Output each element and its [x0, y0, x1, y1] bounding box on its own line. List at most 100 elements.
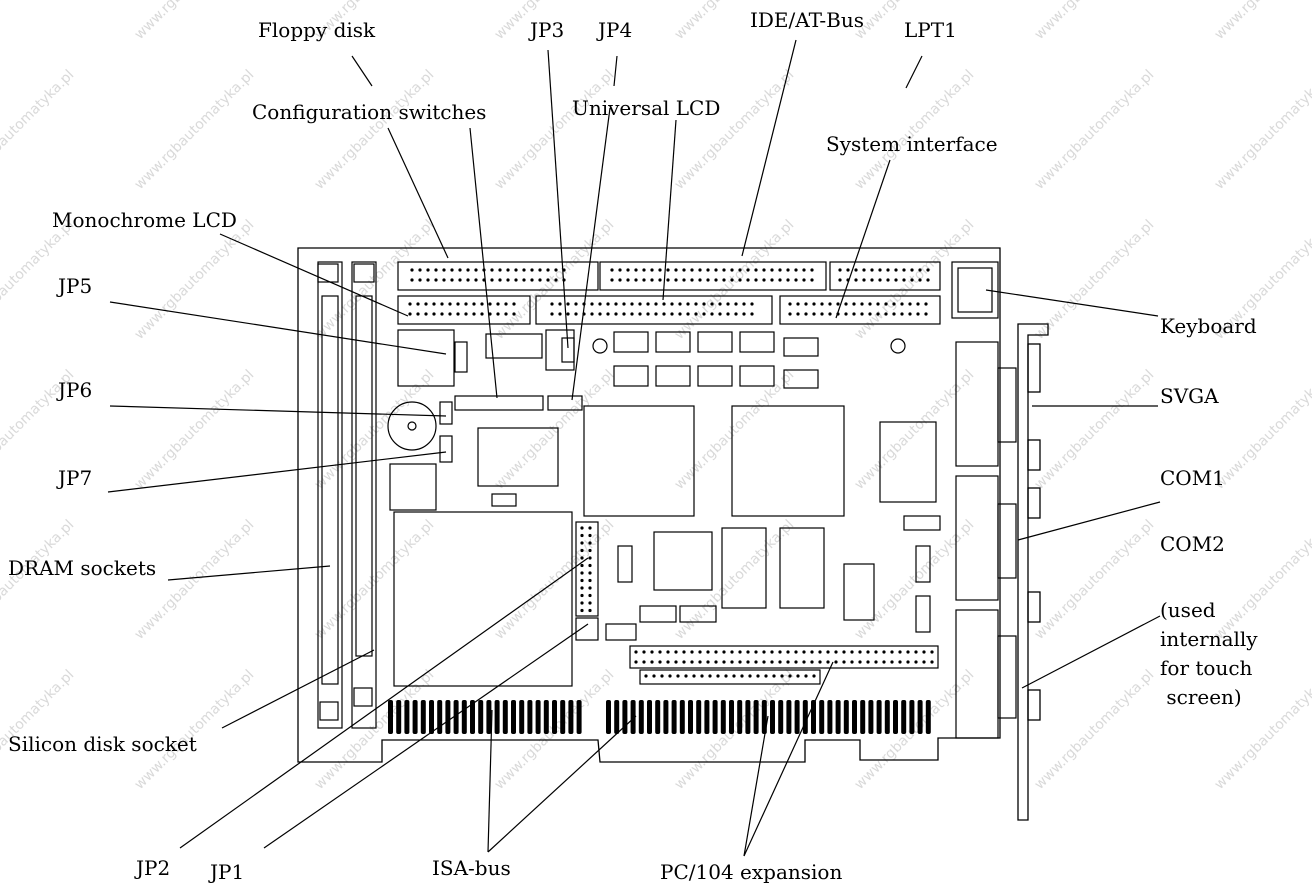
connector-pin	[918, 278, 922, 282]
connector-pin	[638, 312, 642, 316]
connector-pin	[876, 312, 880, 316]
label-keyboard: Keyboard	[1160, 314, 1257, 338]
watermark-text: www.rgbautomatyka.pl	[1032, 367, 1158, 493]
connector-pin	[802, 660, 806, 664]
watermark-text: www.rgbautomatyka.pl	[0, 67, 77, 193]
isa-finger	[786, 700, 792, 734]
label-ide-at-bus: IDE/AT-Bus	[750, 8, 864, 32]
connector-pin	[642, 278, 646, 282]
connector-pin	[646, 302, 650, 306]
connector-pin	[682, 268, 686, 272]
connector-pin	[658, 650, 662, 654]
connector-pin	[408, 302, 412, 306]
connector-pin	[802, 278, 806, 282]
connector-pin	[580, 563, 584, 568]
connector-pin	[710, 302, 714, 306]
connector-pin	[706, 278, 710, 282]
connector-pin	[554, 278, 558, 282]
connector-pin	[762, 278, 766, 282]
connector-pin	[770, 278, 774, 282]
connector-pin	[554, 268, 558, 272]
connector-pin	[866, 660, 870, 664]
connector-pin	[588, 601, 592, 605]
connector-pin	[850, 650, 854, 654]
connector-pin	[652, 674, 656, 678]
connector-pin	[690, 278, 694, 282]
connector-pin	[810, 268, 814, 272]
connector-pin	[642, 268, 646, 272]
connector-pin	[922, 660, 926, 664]
watermark-text: www.rgbautomatyka.pl	[132, 217, 258, 343]
connector-pin	[770, 660, 774, 664]
connector-pin	[588, 548, 592, 553]
connector-pin	[448, 302, 452, 306]
watermark-text: www.rgbautomatyka.pl	[1212, 367, 1312, 493]
connector-pin	[738, 660, 742, 664]
connector-pin	[690, 660, 694, 664]
isa-finger	[712, 700, 718, 734]
label-isa-bus: ISA-bus	[432, 856, 511, 880]
connector-pin	[580, 541, 584, 545]
connector-pin	[714, 278, 718, 282]
connector-pin	[788, 674, 792, 678]
connector-pin	[686, 312, 690, 316]
watermark-text: www.rgbautomatyka.pl	[132, 667, 258, 793]
isa-finger	[753, 700, 759, 734]
connector-pin	[898, 650, 902, 654]
connector-pin	[700, 674, 704, 678]
connector-pin	[902, 278, 906, 282]
connector-pin	[812, 312, 816, 316]
watermark-text: www.rgbautomatyka.pl	[1212, 0, 1312, 43]
watermark-text: www.rgbautomatyka.pl	[0, 0, 77, 43]
connector-pin	[690, 268, 694, 272]
connector-pin	[678, 302, 682, 306]
connector-pin	[866, 650, 870, 654]
connector-pin	[490, 278, 494, 282]
isa-edge-fingers	[388, 700, 931, 734]
connector-pin	[650, 650, 654, 654]
connector-pin	[724, 674, 728, 678]
connector-pin	[614, 312, 618, 316]
isa-finger	[860, 700, 866, 734]
connector-pin	[884, 302, 888, 306]
connector-pin	[666, 650, 670, 654]
connector-pin	[890, 660, 894, 664]
connector-pin	[658, 268, 662, 272]
connector-pin	[698, 660, 702, 664]
board-components	[317, 261, 1017, 739]
connector-pin	[868, 312, 872, 316]
connector-pin	[694, 312, 698, 316]
isa-finger	[835, 700, 841, 734]
connector-pin	[742, 312, 746, 316]
connector-pin	[762, 650, 766, 654]
connector-pin	[432, 302, 436, 306]
connector-pin	[926, 278, 930, 282]
connector-pin	[902, 268, 906, 272]
connector-pin	[426, 268, 430, 272]
connector-pin	[894, 278, 898, 282]
connector-pin	[746, 268, 750, 272]
watermark-text: www.rgbautomatyka.pl	[672, 67, 798, 193]
isa-finger	[909, 700, 915, 734]
connector-pin	[746, 660, 750, 664]
connector-pin	[884, 312, 888, 316]
connector-pin	[448, 312, 452, 316]
connector-pin	[820, 302, 824, 306]
connector-pin	[886, 278, 890, 282]
connector-pin	[714, 268, 718, 272]
connector-pin	[574, 312, 578, 316]
connector-pin	[588, 571, 592, 575]
isa-finger	[511, 700, 516, 734]
connector-pin	[762, 268, 766, 272]
connector-pin	[718, 302, 722, 306]
connector-pin	[458, 268, 462, 272]
connector-pin	[558, 312, 562, 316]
isa-finger	[445, 700, 451, 734]
connector-pin	[718, 312, 722, 316]
connector-pin	[650, 278, 654, 282]
connector-pin	[498, 268, 502, 272]
connector-pin	[410, 278, 414, 282]
connector-pin	[838, 268, 842, 272]
label-lpt1: LPT1	[904, 18, 957, 42]
connector-pin	[598, 312, 602, 316]
